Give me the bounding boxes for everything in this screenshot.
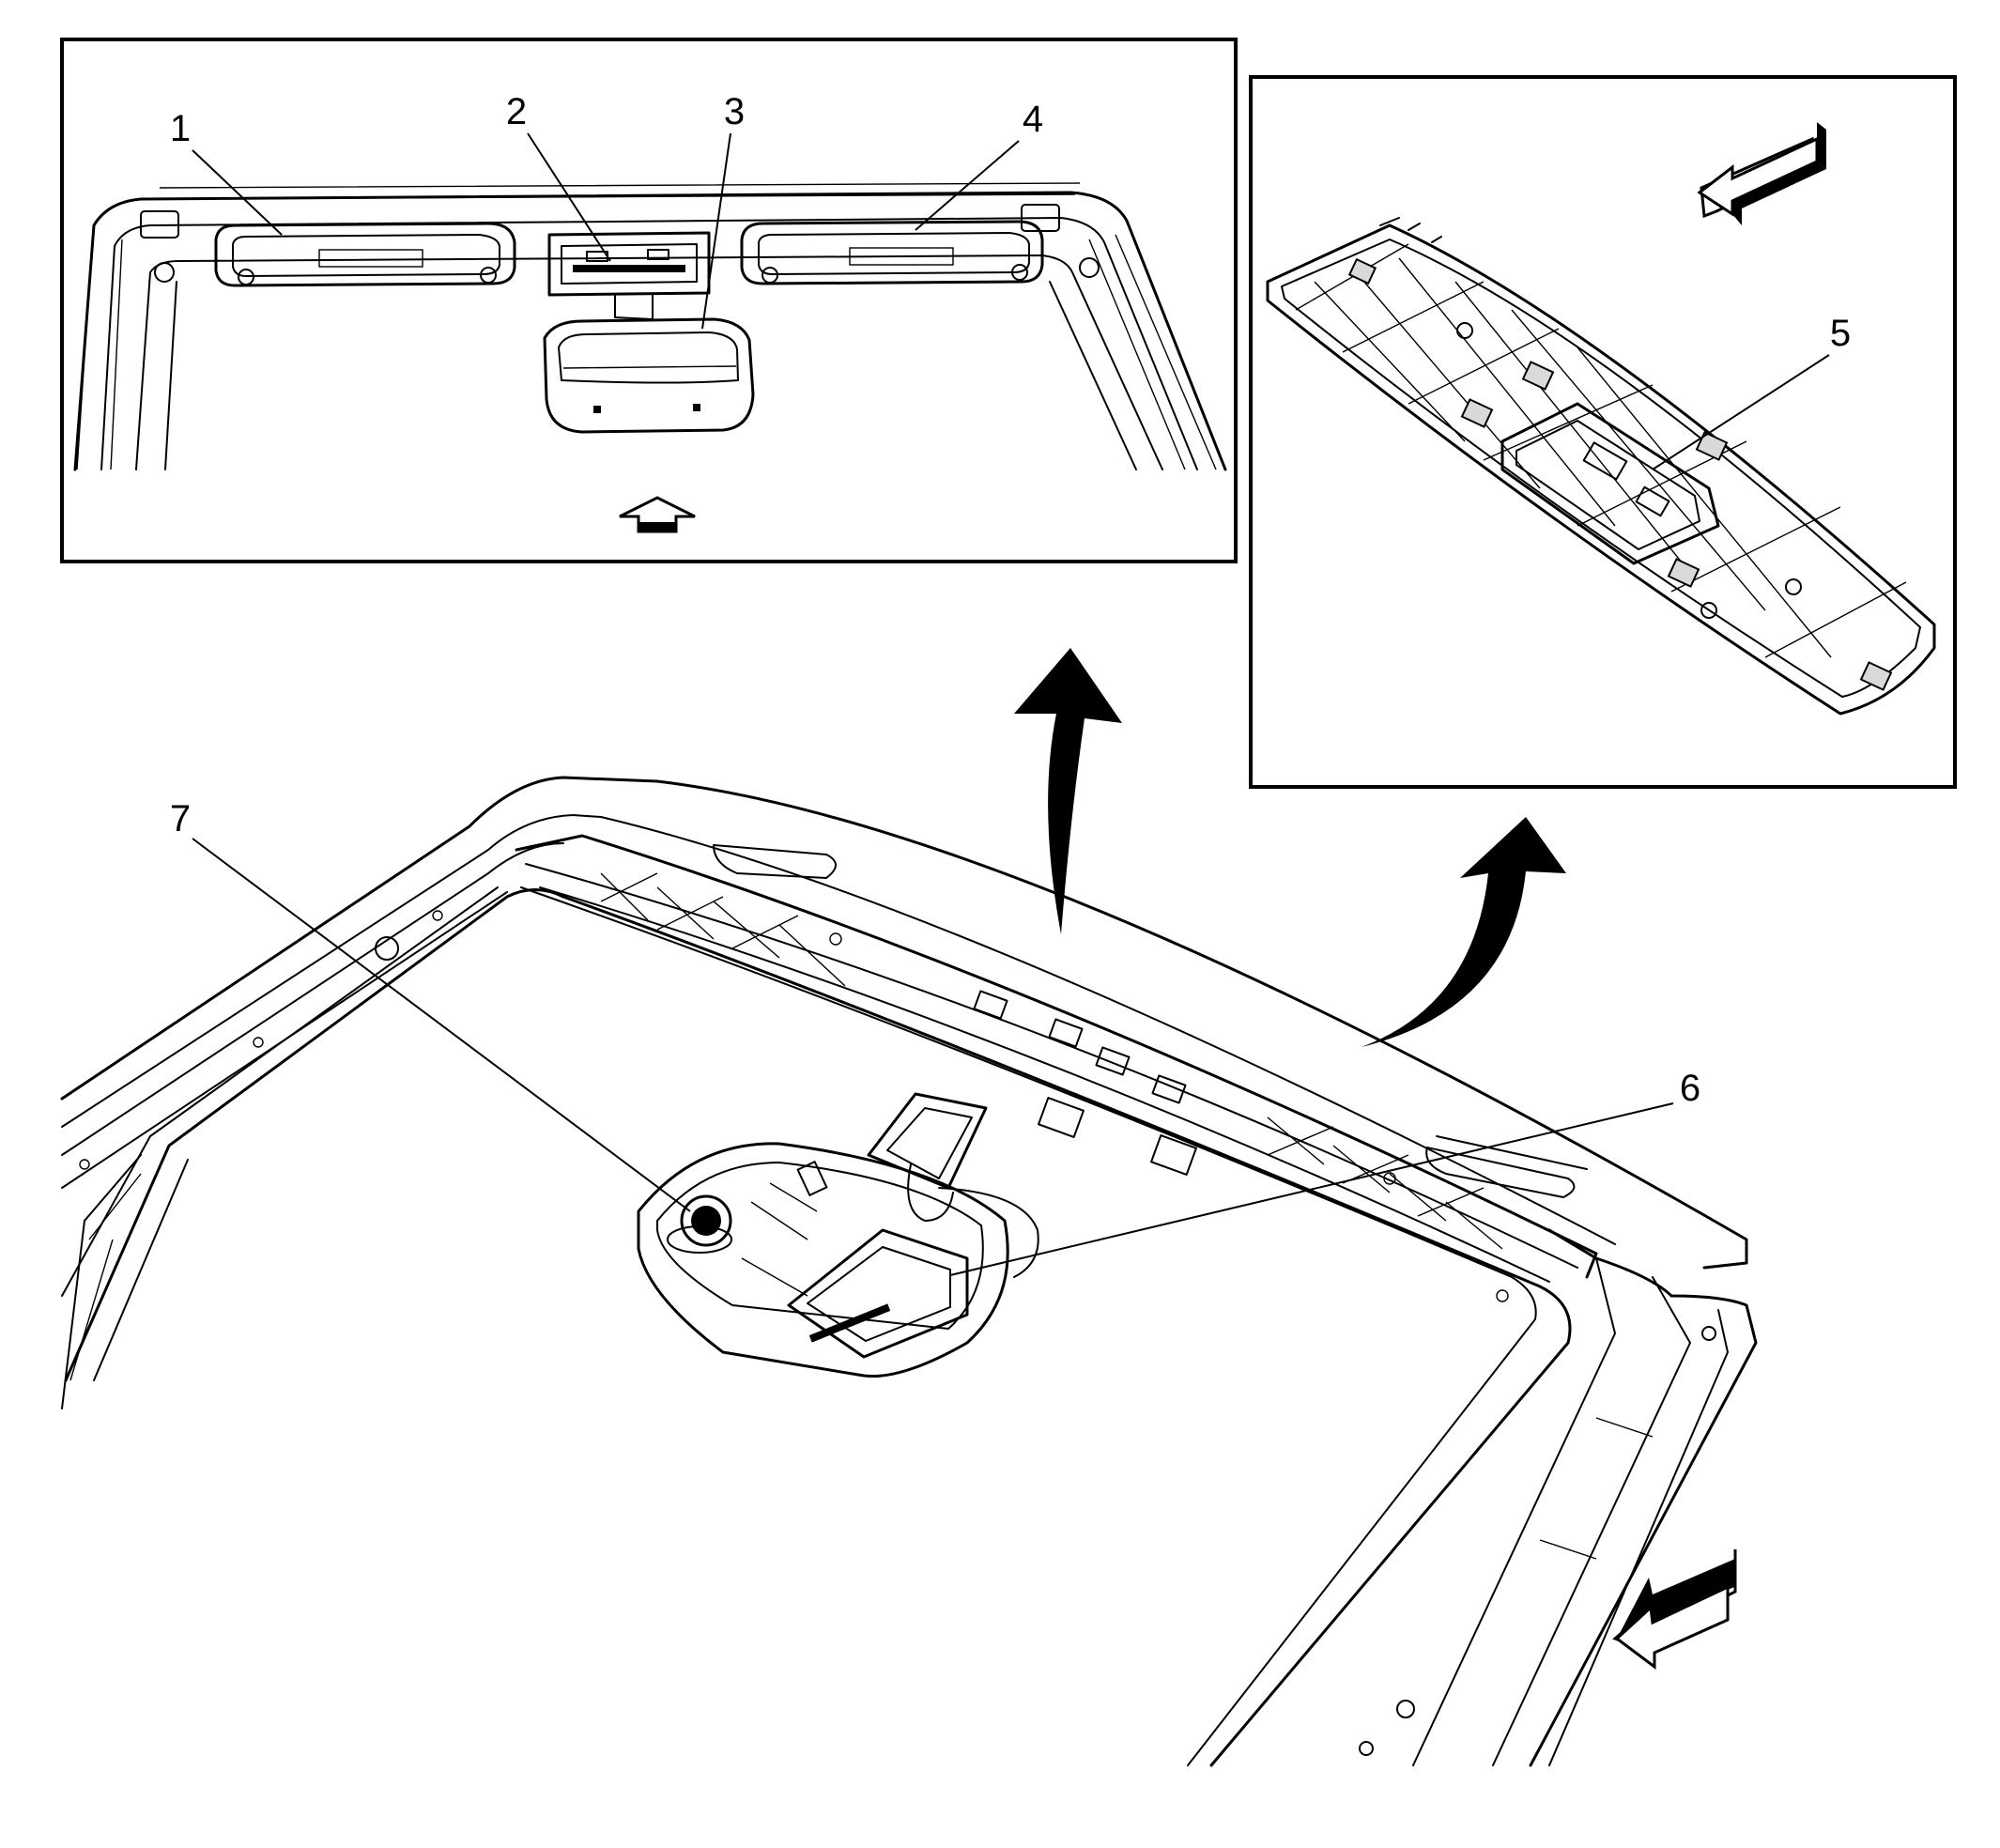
callout-4: 4 xyxy=(915,99,1043,231)
windshield-frame-front xyxy=(73,182,1227,471)
callout-6-label: 6 xyxy=(1680,1068,1700,1109)
callout-3: 3 xyxy=(701,91,745,330)
forward-direction-arrow-inset xyxy=(1697,122,1826,225)
callout-5: 5 xyxy=(1652,313,1851,470)
callout-2: 2 xyxy=(506,91,611,262)
left-sun-visor-housing xyxy=(214,222,516,287)
right-sun-visor-housing xyxy=(740,220,1044,285)
callout-7-label: 7 xyxy=(170,798,191,839)
callout-7: 7 xyxy=(170,798,691,1212)
overhead-console-assembly xyxy=(637,1092,1039,1378)
overhead-console-panel xyxy=(1266,217,1936,716)
curved-arrow-to-console-detail xyxy=(1362,817,1566,1047)
center-overhead-console xyxy=(547,231,711,297)
curved-arrow-to-front-view xyxy=(1014,648,1122,934)
callout-2-label: 2 xyxy=(506,91,527,132)
inset-console-detail-frame xyxy=(1249,75,1957,789)
callout-1-label: 1 xyxy=(170,108,191,149)
callout-4-label: 4 xyxy=(1023,99,1043,140)
main-roof-view: 6 7 xyxy=(60,776,1758,1767)
forward-direction-arrow-main xyxy=(1612,1549,1737,1670)
rear-view-mirror xyxy=(543,294,755,434)
callout-5-label: 5 xyxy=(1830,313,1851,354)
callout-1: 1 xyxy=(170,108,283,236)
inset-front-view-frame xyxy=(60,38,1238,563)
view-direction-arrow-up xyxy=(619,496,696,533)
callout-3-label: 3 xyxy=(724,91,745,132)
inset-console-detail: 5 xyxy=(1249,75,1957,789)
callout-6: 6 xyxy=(949,1068,1700,1276)
inset-front-view: 1 2 3 4 xyxy=(60,38,1238,563)
